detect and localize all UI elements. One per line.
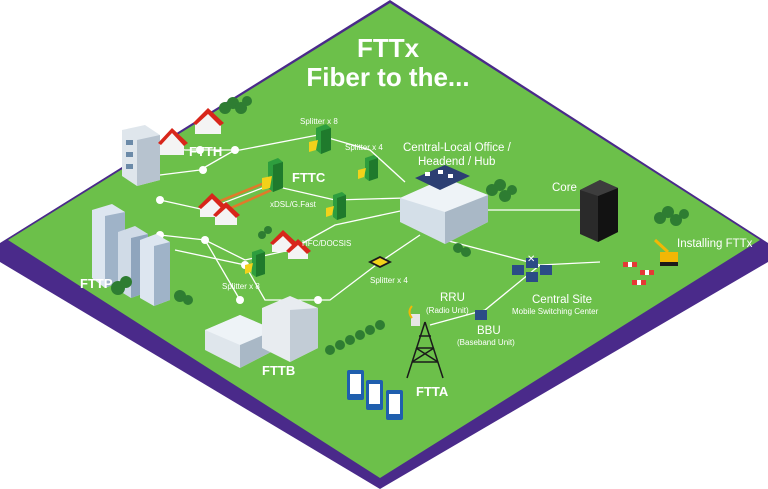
apartment-building bbox=[122, 125, 160, 186]
tree-row bbox=[325, 320, 385, 355]
fttp-area: FTTP bbox=[80, 204, 193, 306]
splitter-x8-top bbox=[309, 124, 331, 154]
zone-label-fttb: FTTB bbox=[262, 363, 295, 378]
junction-dot bbox=[231, 146, 239, 154]
central-office-label-line2: Headend / Hub bbox=[418, 156, 495, 168]
splitter-x8-top-label: Splitter x 8 bbox=[300, 117, 338, 126]
splitter-x4-bottom-label: Splitter x 4 bbox=[370, 276, 408, 285]
splitter-x8-bottom-label: Splitter x 8 bbox=[222, 282, 260, 291]
splitter-x4-bottom bbox=[368, 256, 392, 268]
house bbox=[193, 108, 224, 134]
junction-dot bbox=[201, 236, 209, 244]
zone-label-fttc: FTTC bbox=[292, 170, 326, 185]
tree-cluster bbox=[258, 226, 272, 239]
splitters: Splitter x 8 Splitter x 4 Splitter x 8 S… bbox=[222, 117, 408, 291]
phone-icon bbox=[366, 380, 383, 410]
central-office-label-line1: Central-Local Office / bbox=[403, 142, 512, 154]
central-office: Central-Local Office / Headend / Hub bbox=[400, 142, 517, 257]
zone-label-ftta: FTTA bbox=[416, 384, 449, 399]
house bbox=[213, 202, 240, 225]
fttb-area: FTTB bbox=[205, 296, 385, 378]
junction-dot bbox=[156, 196, 164, 204]
junction-dot bbox=[236, 296, 244, 304]
zone-label-ftth: FTTH bbox=[189, 144, 222, 159]
bbu-label-line2: (Baseband Unit) bbox=[457, 338, 515, 347]
zone-label-fttp: FTTP bbox=[80, 276, 113, 291]
core-server: Core bbox=[552, 180, 618, 242]
phone-icon bbox=[386, 390, 403, 420]
bbu-label-line1: BBU bbox=[477, 325, 501, 337]
splitter-mid bbox=[326, 192, 346, 220]
installing-area: Installing FTTx bbox=[623, 206, 753, 285]
cell-tower-icon bbox=[406, 321, 444, 379]
xdsl-label: xDSL/G.Fast bbox=[270, 200, 317, 209]
title-line1: FTTx bbox=[357, 33, 420, 63]
apartment-building bbox=[262, 296, 318, 362]
ftth-area: FTTH bbox=[122, 96, 252, 186]
mobile-devices bbox=[347, 370, 403, 420]
splitter-x8-bottom bbox=[245, 249, 265, 277]
office-building bbox=[205, 315, 275, 368]
tree-cluster bbox=[654, 206, 689, 226]
house bbox=[270, 230, 297, 252]
tree-cluster bbox=[219, 96, 252, 114]
splitter-x4-top-label: Splitter x 4 bbox=[345, 143, 383, 152]
installing-label: Installing FTTx bbox=[677, 238, 753, 250]
excavator-icon bbox=[653, 238, 678, 266]
hfc-area: HFC/DOCSIS bbox=[258, 226, 351, 259]
junction-dot bbox=[199, 166, 207, 174]
rru-label-line2: (Radio Unit) bbox=[426, 306, 469, 315]
rru-box bbox=[408, 305, 420, 326]
central-site-label-line2: Mobile Switching Center bbox=[512, 307, 599, 316]
phone-icon bbox=[347, 370, 364, 400]
house bbox=[158, 128, 188, 155]
barrier-icon bbox=[623, 262, 654, 285]
hfc-label: HFC/DOCSIS bbox=[302, 239, 351, 248]
central-site: ✕ Central Site Mobile Switching Center bbox=[512, 254, 599, 316]
core-label: Core bbox=[552, 182, 577, 194]
bbu-box bbox=[475, 310, 487, 320]
house bbox=[286, 239, 311, 259]
rru-label-line1: RRU bbox=[440, 292, 465, 304]
central-site-label-line1: Central Site bbox=[532, 294, 592, 306]
office-tower bbox=[140, 234, 170, 306]
tree-cluster bbox=[453, 179, 517, 257]
tree-cluster bbox=[111, 276, 193, 305]
switch-box bbox=[512, 258, 552, 282]
ftta-area: RRU (Radio Unit) BBU (Baseband Unit) FTT… bbox=[406, 292, 515, 399]
fttc-area: FTTC xDSL/G.Fast bbox=[198, 158, 326, 225]
street-cabinet bbox=[262, 158, 283, 192]
title: FTTx Fiber to the... bbox=[306, 33, 469, 92]
junction-dot bbox=[196, 146, 204, 154]
switch-arrows-icon: ✕ bbox=[527, 254, 535, 265]
title-line2: Fiber to the... bbox=[306, 62, 469, 92]
junction-dot bbox=[314, 296, 322, 304]
splitter-x4-top bbox=[358, 155, 378, 181]
